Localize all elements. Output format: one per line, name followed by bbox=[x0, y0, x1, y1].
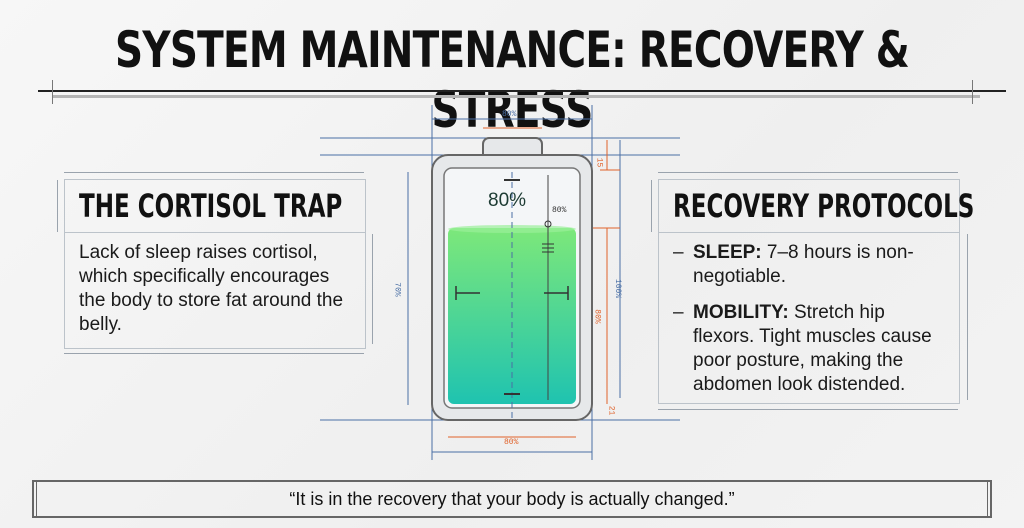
card-body: Lack of sleep raises cortisol, which spe… bbox=[79, 242, 344, 335]
total-height-label: 100% bbox=[613, 278, 623, 299]
dimension-line bbox=[372, 234, 373, 344]
recovery-protocols-card: RECOVERY PROTOCOLS SLEEP: 7–8 hours is n… bbox=[658, 179, 974, 404]
cortisol-trap-card: THE CORTISOL TRAP Lack of sleep raises c… bbox=[64, 179, 366, 349]
top-width-label: 80% bbox=[502, 110, 517, 119]
card-title: RECOVERY PROTOCOLS bbox=[673, 187, 975, 225]
dimension-line bbox=[658, 172, 958, 173]
card-title: THE CORTISOL TRAP bbox=[79, 187, 343, 225]
cap-height-label: 15 bbox=[594, 157, 604, 168]
divider-tick bbox=[972, 80, 973, 104]
dimension-line bbox=[57, 180, 58, 232]
battery-diagram bbox=[320, 105, 680, 460]
dimension-line bbox=[64, 353, 364, 354]
divider-tick bbox=[52, 80, 53, 104]
dimension-line bbox=[658, 409, 958, 410]
title-underline bbox=[38, 90, 1006, 92]
title-underline-secondary bbox=[52, 95, 980, 98]
footer-quote: “It is in the recovery that your body is… bbox=[32, 480, 992, 518]
quote-text: “It is in the recovery that your body is… bbox=[289, 488, 735, 509]
dimension-line bbox=[64, 172, 364, 173]
protocol-item-mobility: MOBILITY: Stretch hip flexors. Tight mus… bbox=[673, 301, 945, 397]
bottom-width-label: 80% bbox=[504, 438, 519, 447]
bottom-gap-label: 21 bbox=[606, 405, 616, 416]
left-height-label: 70% bbox=[392, 282, 402, 297]
battery-level-label: 80% bbox=[488, 190, 527, 211]
dimension-line bbox=[651, 180, 652, 232]
fill-marker-label: 80% bbox=[552, 206, 567, 215]
dimension-line bbox=[967, 234, 968, 400]
fill-height-label: 80% bbox=[592, 309, 602, 324]
protocol-item-sleep: SLEEP: 7–8 hours is non-negotiable. bbox=[673, 241, 945, 289]
